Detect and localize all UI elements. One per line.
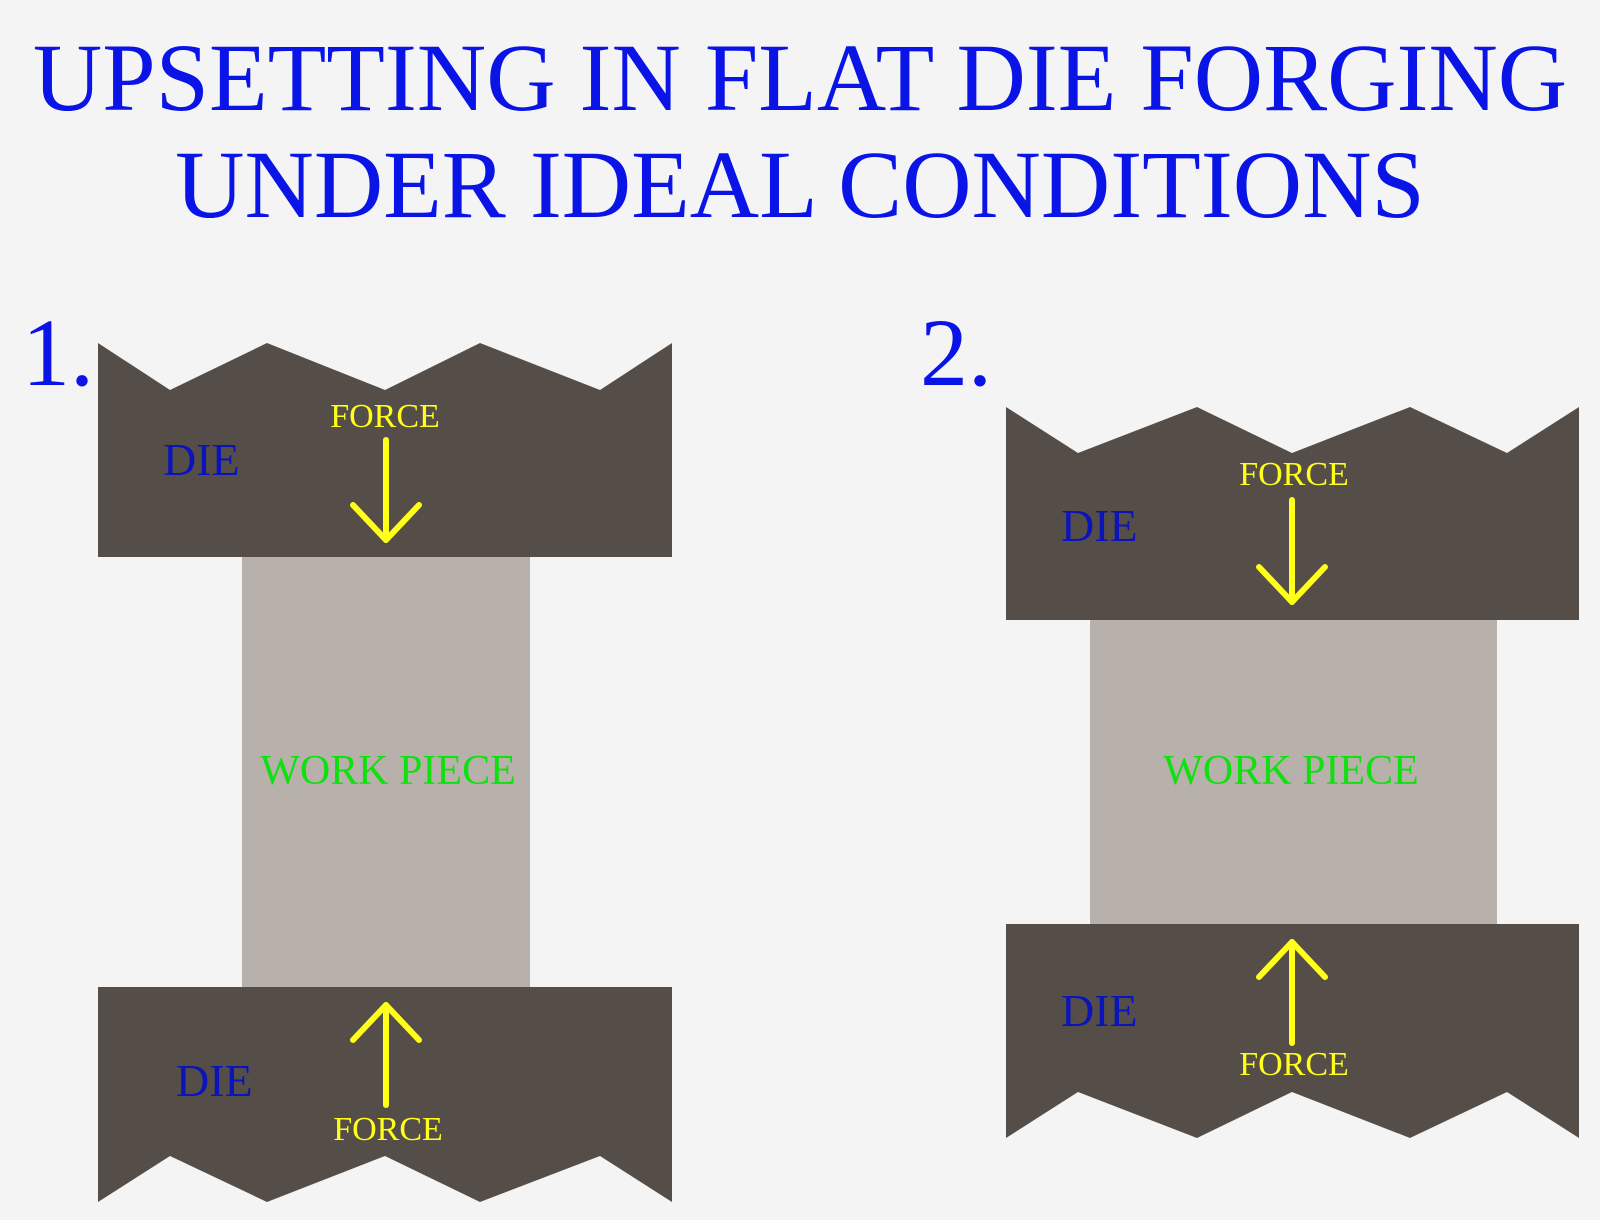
stage-2-bottom-die-label: DIE (1061, 985, 1138, 1036)
stage-1-workpiece-label: WORK PIECE (260, 748, 516, 794)
stage-1-bottom-force-arrow (350, 1002, 422, 1108)
stage-2-workpiece-label: WORK PIECE (1163, 748, 1419, 794)
stage-2-top-force-label: FORCE (1239, 456, 1349, 493)
stage-2-top-die-label: DIE (1061, 500, 1138, 551)
title-line-2: UNDER IDEAL CONDITIONS (175, 131, 1425, 238)
stage-2-group (1006, 407, 1579, 1138)
stage-1-bottom-die-label: DIE (176, 1055, 253, 1106)
stage-2-bottom-force-arrow (1256, 939, 1328, 1046)
stage-1-group (98, 343, 672, 1202)
stage-2-workpiece (1090, 618, 1497, 926)
stage-1-number: 1. (22, 299, 94, 406)
stage-1-top-die-label: DIE (163, 434, 240, 485)
stage-1-workpiece (242, 555, 530, 990)
stage-1-top-force-arrow (350, 437, 422, 543)
stage-2-top-force-arrow (1256, 497, 1328, 605)
stage-1-top-force-label: FORCE (330, 398, 440, 435)
stage-1-bottom-force-label: FORCE (333, 1111, 443, 1148)
stage-2-number: 2. (920, 299, 992, 406)
stage-2-bottom-force-label: FORCE (1239, 1046, 1349, 1083)
title-line-1: UPSETTING IN FLAT DIE FORGING (32, 24, 1568, 131)
